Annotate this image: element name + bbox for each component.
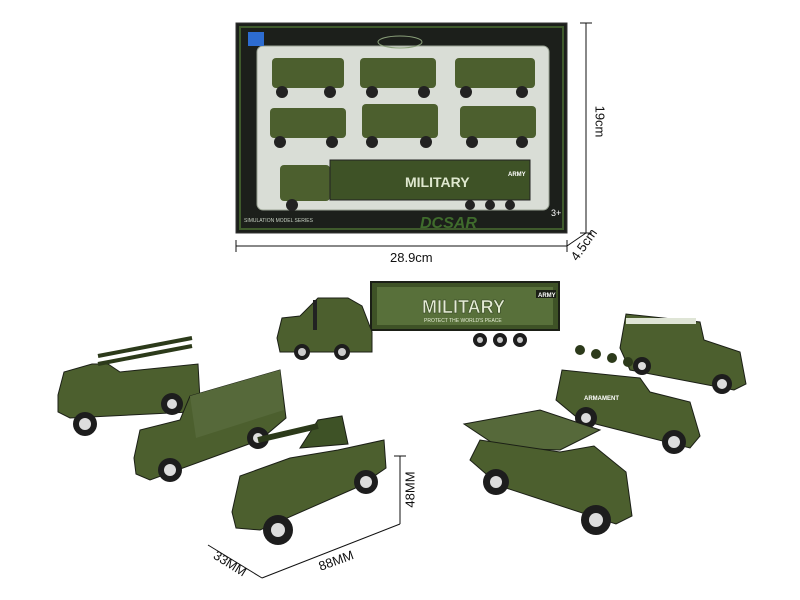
- box-truck-2: [360, 58, 436, 98]
- box-brand-text: DCSAR: [420, 215, 477, 232]
- trailer-subtext: PROTECT THE WORLD'S PEACE: [424, 318, 502, 324]
- box-age-text: 3+: [551, 208, 561, 218]
- semi-truck: [276, 281, 560, 360]
- box-series-text: SIMULATION MODEL SERIES: [244, 218, 314, 224]
- trailer-badge: ARMY: [538, 293, 556, 299]
- armored-van: [619, 313, 747, 394]
- truck-height-label: 48MM: [402, 471, 418, 508]
- box-semi-truck: [280, 159, 531, 211]
- ladder-truck: [57, 336, 201, 436]
- box-truck-1: [272, 58, 344, 98]
- box-truck-4: [270, 108, 346, 148]
- dump-truck: [462, 409, 633, 535]
- box-width-label: 28.9cm: [390, 250, 433, 265]
- armament-text: ARMAMENT: [584, 396, 619, 402]
- covered-truck: [133, 369, 287, 482]
- box-truck-5: [362, 104, 438, 148]
- box-trailer-text: MILITARY: [405, 174, 470, 190]
- box-truck-3: [455, 58, 535, 98]
- box-truck-6: [460, 106, 536, 148]
- trailer-text: MILITARY: [422, 297, 505, 317]
- crane-truck: [231, 415, 387, 545]
- searchlight-truck: [555, 345, 701, 454]
- box-badge-text: ARMY: [508, 172, 526, 178]
